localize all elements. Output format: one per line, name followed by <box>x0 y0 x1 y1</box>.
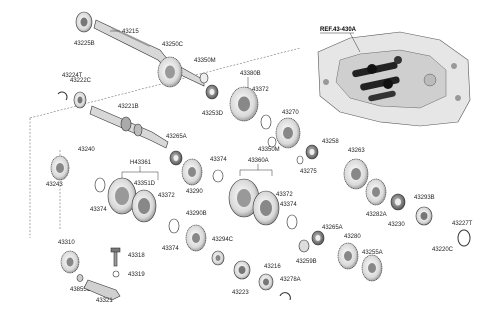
reference-label[interactable]: REF.43-430A <box>320 27 357 33</box>
label-43374-d[interactable]: 43374 <box>280 202 297 208</box>
label-43360A[interactable]: 43360A <box>248 158 269 164</box>
part-43350M-ring-top[interactable] <box>199 72 209 84</box>
label-43293B[interactable]: 43293B <box>414 195 435 201</box>
part-43255A-gear[interactable] <box>361 254 383 282</box>
label-43216[interactable]: 43216 <box>264 264 281 270</box>
transmission-housing-illustration <box>317 31 471 127</box>
part-43290B-gear[interactable] <box>185 224 207 252</box>
label-43294C[interactable]: 43294C <box>212 237 234 243</box>
part-43259B-ring[interactable] <box>298 239 310 253</box>
part-43270-gear[interactable] <box>275 117 301 149</box>
part-43250C-gear[interactable] <box>157 56 183 88</box>
label-43250C[interactable]: 43250C <box>162 42 184 48</box>
part-43222C-bearing[interactable] <box>73 91 87 109</box>
part-43258-bearing[interactable] <box>305 144 319 160</box>
part-43318-bolt[interactable] <box>110 247 121 267</box>
label-43350M-mid[interactable]: 43350M <box>258 147 280 153</box>
part-43280-gear[interactable] <box>337 242 359 270</box>
label-43318[interactable]: 43318 <box>128 253 145 259</box>
label-43223[interactable]: 43223 <box>232 290 249 296</box>
part-43374-ring-c[interactable] <box>212 169 224 183</box>
label-43280[interactable]: 43280 <box>344 234 361 240</box>
part-43360A-synchro-assembly[interactable] <box>228 178 280 226</box>
part-43372-ring-top[interactable] <box>260 114 272 130</box>
label-43220C[interactable]: 43220C <box>432 247 454 253</box>
label-43263[interactable]: 43263 <box>348 148 365 154</box>
part-43216-bearing[interactable] <box>258 273 274 291</box>
part-43319-washer[interactable] <box>112 270 120 278</box>
part-43223-bearing[interactable] <box>233 260 251 280</box>
label-43240[interactable]: 43240 <box>78 147 95 153</box>
part-43275-ring[interactable] <box>296 155 304 165</box>
part-43294C-ring[interactable] <box>211 250 225 266</box>
label-43290[interactable]: 43290 <box>186 189 203 195</box>
part-43350M-ring-mid[interactable] <box>267 136 277 148</box>
label-43321[interactable]: 43321 <box>96 298 113 304</box>
part-43293B-bearing[interactable] <box>415 206 433 226</box>
part-43265A-bearing-top[interactable] <box>169 150 183 166</box>
label-43224T[interactable]: 43224T <box>62 73 83 79</box>
label-43258[interactable]: 43258 <box>322 139 339 145</box>
part-43380B-gear[interactable] <box>229 86 259 122</box>
assembly-frame <box>29 47 301 238</box>
label-43372-top[interactable]: 43372 <box>252 87 269 93</box>
part-43253D-bearing[interactable] <box>205 84 219 100</box>
label-43855C[interactable]: 43855C <box>70 287 92 293</box>
label-43275[interactable]: 43275 <box>300 169 317 175</box>
label-43278A[interactable]: 43278A <box>280 277 301 283</box>
part-43374-ring-d[interactable] <box>286 214 298 230</box>
label-43255A[interactable]: 43255A <box>362 250 383 256</box>
label-43222C[interactable]: 43222C <box>70 78 92 84</box>
label-43225B[interactable]: 43225B <box>74 41 95 47</box>
part-43351D-synchro-assembly[interactable] <box>107 177 157 223</box>
label-43253D[interactable]: 43253D <box>202 111 224 117</box>
label-43374-c[interactable]: 43374 <box>210 157 227 163</box>
label-43310[interactable]: 43310 <box>58 240 75 246</box>
part-43855C-washer[interactable] <box>76 274 84 282</box>
part-43265A-bearing-low[interactable] <box>311 230 325 246</box>
part-43374-ring-a[interactable] <box>94 177 106 193</box>
part-43230-bearing[interactable] <box>390 193 406 211</box>
part-43321-idler-shaft[interactable] <box>83 279 121 301</box>
label-43221B[interactable]: 43221B <box>118 104 139 110</box>
label-43243[interactable]: 43243 <box>46 182 63 188</box>
label-43265A-top[interactable]: 43265A <box>166 134 187 140</box>
part-43240-gear[interactable] <box>50 155 70 181</box>
label-43230[interactable]: 43230 <box>388 222 405 228</box>
part-43224T-snap-ring[interactable] <box>57 91 68 101</box>
label-43374-a[interactable]: 43374 <box>90 207 107 213</box>
label-43372-mid[interactable]: 43372 <box>276 192 293 198</box>
part-43282A-gear[interactable] <box>365 178 387 206</box>
leader-H43361 <box>121 166 159 180</box>
label-43350M-top[interactable]: 43350M <box>194 58 216 64</box>
label-43265A-low[interactable]: 43265A <box>322 225 343 231</box>
label-43227T[interactable]: 43227T <box>452 221 473 227</box>
label-43351D[interactable]: 43351D <box>134 181 156 187</box>
label-43372-left[interactable]: 43372 <box>158 193 175 199</box>
label-43319[interactable]: 43319 <box>128 272 145 278</box>
part-43227T-snap-ring[interactable] <box>457 229 471 247</box>
part-43263-gear[interactable] <box>343 158 369 190</box>
part-43225B-bearing[interactable] <box>75 11 93 33</box>
label-H43361[interactable]: H43361 <box>130 160 152 166</box>
label-43259B[interactable]: 43259B <box>296 259 317 265</box>
leader-43360A <box>239 164 273 176</box>
label-43282A[interactable]: 43282A <box>366 212 387 218</box>
part-43374-ring-b[interactable] <box>168 218 180 234</box>
part-43221B-output-shaft[interactable] <box>89 105 169 149</box>
part-43310-idler-gear[interactable] <box>60 250 80 274</box>
label-43380B[interactable]: 43380B <box>240 71 261 77</box>
label-43374-b[interactable]: 43374 <box>162 246 179 252</box>
label-43290B[interactable]: 43290B <box>186 211 207 217</box>
label-43215[interactable]: 43215 <box>122 29 139 35</box>
part-43215-input-shaft[interactable] <box>93 19 205 87</box>
reference-leader <box>349 32 361 53</box>
label-43270[interactable]: 43270 <box>282 110 299 116</box>
part-43290-gear[interactable] <box>181 158 203 186</box>
part-43278A-clip[interactable] <box>279 292 291 301</box>
